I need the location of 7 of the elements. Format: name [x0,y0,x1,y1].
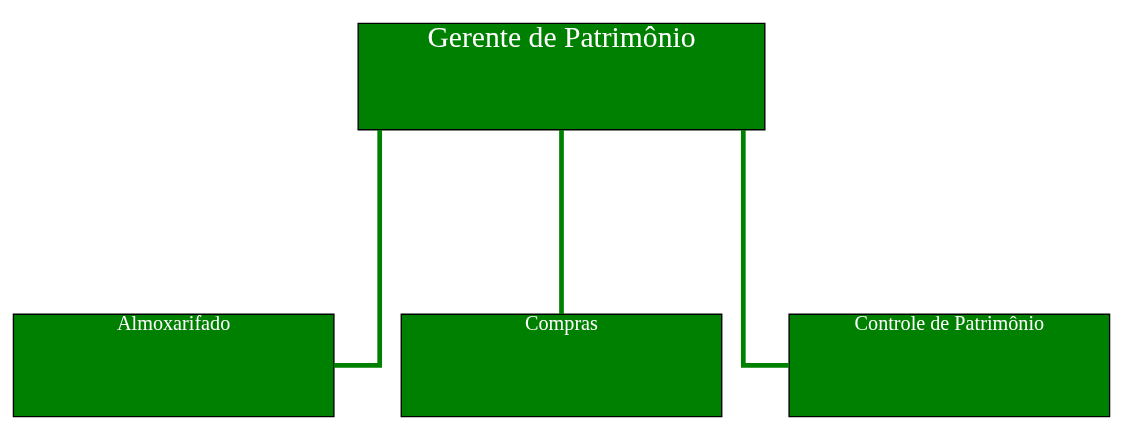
node-box: Compras [400,313,723,418]
connector [333,129,383,368]
node-box: Almoxarifado [12,313,335,418]
node-box: Controle de Patrimônio [788,313,1111,418]
connector [559,129,564,314]
node-box: Gerente de Patrimônio [357,22,766,131]
connector [740,129,790,368]
